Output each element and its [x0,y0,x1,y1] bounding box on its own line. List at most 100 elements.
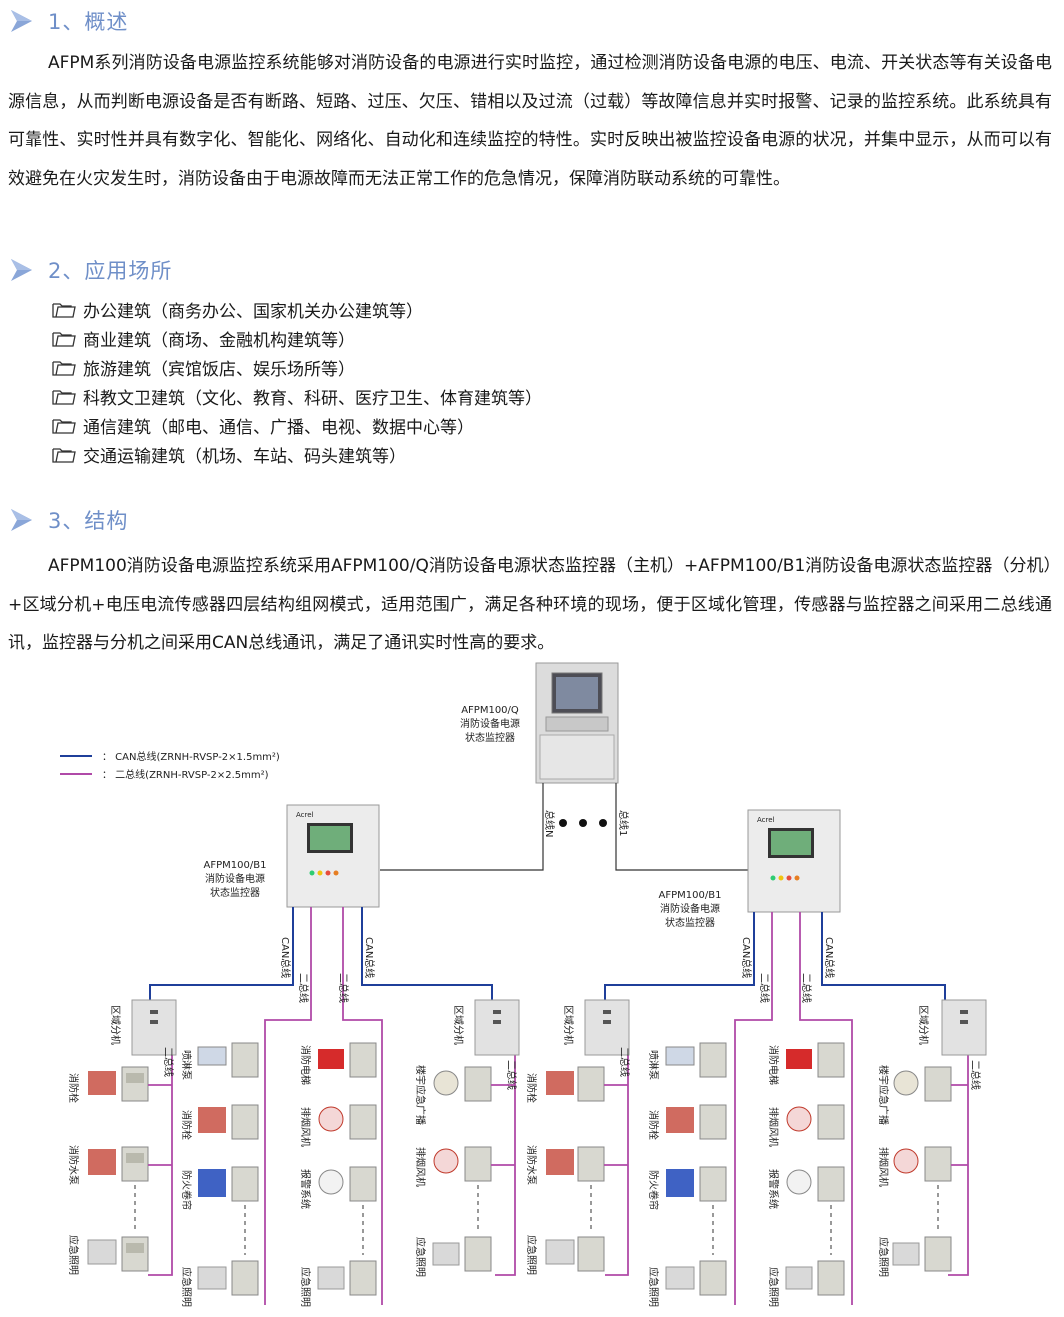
list-item-label: 科教文卫建筑（文化、教育、科研、医疗卫生、体育建筑等） [83,389,542,409]
device-label: 消防电梯 [767,1045,780,1085]
sub-right-line1: AFPM100/B1 [659,890,722,901]
sensor-module [577,1146,605,1182]
sensor-module [924,1066,952,1102]
two-bus-label: 二总线 [297,973,310,1003]
device-label: 应急照明 [767,1267,780,1307]
device-label: 应急照明 [299,1267,312,1307]
two-bus-label: 二总线 [337,973,350,1003]
device-label: 排烟风机 [767,1107,780,1147]
sensor-module [817,1260,845,1296]
two-bus-label: 二总线 [162,1047,175,1077]
sensor-module [349,1104,377,1140]
device-thumb [87,1239,117,1265]
sensor-module [464,1146,492,1182]
sensor-module [349,1260,377,1296]
section-1-header: 1、概述 [8,6,128,36]
two-bus-line [948,1035,969,1276]
arrow-bullet-icon [11,259,32,281]
brand-label: Acrel [757,816,775,824]
device-label: 排烟风机 [877,1147,890,1187]
list-item: 办公建筑（商务办公、国家机关办公建筑等） [52,295,542,324]
section-2-header: 2、应用场所 [8,255,172,285]
list-item-label: 通信建筑（邮电、通信、广播、电视、数据中心等） [83,418,474,438]
sensor-module [121,1236,149,1272]
sub-left-line2: 消防设备电源 [205,872,265,885]
sensor-module [231,1104,259,1140]
arrow-bullet-icon [11,10,32,32]
sensor-module [349,1042,377,1078]
list-item: 商业建筑（商场、金融机构建筑等） [52,324,542,353]
device-thumb [546,1149,574,1175]
device-thumb [198,1107,226,1133]
can-bus-label: CAN总线 [740,937,753,978]
sub-right-line2: 消防设备电源 [660,902,720,915]
device-thumb [317,1266,345,1290]
folder-icon [52,331,76,347]
two-bus-line [734,912,773,1305]
sensor-module [699,1260,727,1296]
sensor-module [121,1146,149,1182]
device-label: 喷淋泵 [647,1050,660,1080]
list-item: 旅游建筑（宾馆饭店、娱乐场所等） [52,353,542,382]
folder-icon [52,447,76,463]
sensor-module [464,1236,492,1272]
device-label: 消防水泵 [67,1145,80,1185]
legend-two-label: ： 二总线(ZRNH-RVSP-2×2.5mm²) [102,768,269,781]
device-label: 应急照明 [414,1237,427,1277]
sensor-module [699,1042,727,1078]
device-thumb [318,1049,344,1069]
zone-unit-label: 区域分机 [562,1005,575,1045]
device-label: 应急照明 [180,1267,193,1307]
folder-icon [52,418,76,434]
device-label: 应急照明 [67,1235,80,1275]
list-item-label: 交通运输建筑（机场、车站、码头建筑等） [83,447,406,467]
two-bus-line [264,907,312,1305]
two-bus-line [342,907,383,1305]
arrow-bullet-icon [11,509,32,531]
two-bus-line [148,1035,173,1276]
device-thumb [545,1239,575,1265]
device-label: 消防栓 [647,1110,660,1140]
device-thumb [546,1071,574,1095]
two-bus-line [495,1035,516,1276]
sensor-module [577,1066,605,1102]
bus-n-label: 总线N [543,810,556,837]
list-item-label: 旅游建筑（宾馆饭店、娱乐场所等） [83,360,355,380]
device-label: 消防栓 [180,1110,193,1140]
section-3-body: AFPM100消防设备电源监控系统采用AFPM100/Q消防设备电源状态监控器（… [8,556,1052,653]
list-item-label: 办公建筑（商务办公、国家机关办公建筑等） [83,302,423,322]
host-label-line1: AFPM100/Q [461,705,519,716]
device-label: 喷淋泵 [180,1050,193,1080]
can-bus-line [821,912,946,1003]
sensor-module [349,1166,377,1202]
device-thumb [665,1046,695,1066]
folder-icon [52,302,76,318]
two-bus-label: 二总线 [618,1047,631,1077]
device-thumb [197,1266,227,1290]
can-bus-label: CAN总线 [279,937,292,978]
alarm-bell-icon [318,1169,344,1195]
alarm-bell-icon [786,1169,812,1195]
sensor-module [231,1260,259,1296]
zone-unit [131,999,177,1056]
sensor-module [817,1104,845,1140]
can-bus-label: CAN总线 [823,937,836,978]
bus-dot [579,819,587,827]
bus-dot [599,819,607,827]
device-label: 应急照明 [525,1235,538,1275]
can-bus-line [149,907,294,1003]
zone-unit [941,999,987,1056]
smoke-fan-icon [893,1148,919,1174]
zone-unit [584,999,630,1056]
section-3-header: 3、结构 [8,505,128,535]
device-thumb [892,1242,920,1266]
device-label: 报警系统 [767,1169,780,1209]
bus-n-line [380,783,544,871]
device-label: 应急照明 [877,1237,890,1277]
device-thumb [432,1242,460,1266]
bus-dot [559,819,567,827]
section-1-title: 1、概述 [48,10,129,34]
sensor-module [699,1166,727,1202]
device-label: 楼宇应急广播 [414,1065,427,1125]
smoke-fan-icon [318,1106,344,1132]
